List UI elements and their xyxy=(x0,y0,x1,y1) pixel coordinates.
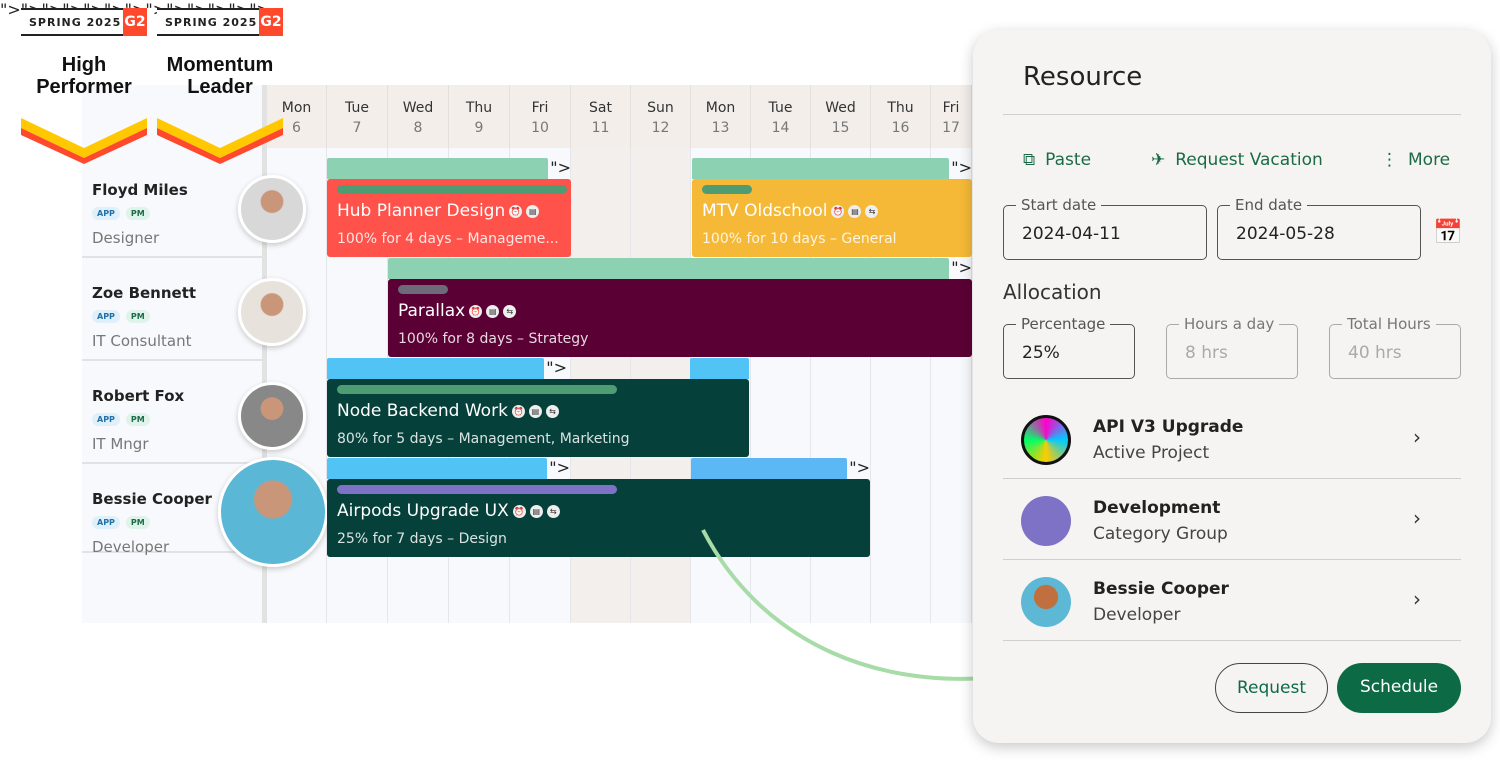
calendar-reset-icon[interactable]: 📅 xyxy=(1433,218,1463,246)
tag: APP xyxy=(92,413,120,426)
avatar xyxy=(238,278,306,346)
tag: APP xyxy=(92,516,120,529)
capacity-strip: "> xyxy=(327,158,571,179)
transfer-icon: ⇆ xyxy=(865,204,879,218)
status-pill xyxy=(702,185,752,194)
day-column xyxy=(871,148,931,623)
alarm-icon: ⏰ xyxy=(831,204,845,218)
status-pill xyxy=(398,285,448,294)
tag: APP xyxy=(92,310,120,323)
note-icon: ▤ xyxy=(529,504,543,518)
note-icon: ▤ xyxy=(848,204,862,218)
status-pill xyxy=(337,485,617,494)
tag: PM xyxy=(125,207,150,220)
transfer-icon: ⇆ xyxy=(503,304,517,318)
g2-logo: G2 xyxy=(259,8,283,36)
booking-bar[interactable]: MTV Oldschool⏰▤⇆100% for 10 days – Gener… xyxy=(692,179,972,257)
allocation-heading: Allocation xyxy=(1003,280,1102,304)
capacity-strip: "> xyxy=(388,258,972,279)
booking-bar[interactable]: Hub Planner Design⏰▤100% for 4 days – Ma… xyxy=(327,179,571,257)
capacity-strip: "> xyxy=(327,358,567,379)
note-icon: ▤ xyxy=(528,404,542,418)
tag: PM xyxy=(125,516,150,529)
booking-bar[interactable]: Parallax⏰▤⇆100% for 8 days – Strategy xyxy=(388,279,972,357)
capacity-strip xyxy=(690,358,749,379)
request-vacation-button[interactable]: ✈Request Vacation xyxy=(1151,150,1323,170)
tag: PM xyxy=(125,310,150,323)
day-column xyxy=(931,148,972,623)
transfer-icon: ⇆ xyxy=(546,504,560,518)
kebab-icon: ⋮ xyxy=(1381,150,1398,170)
capacity-strip: "> xyxy=(692,158,972,179)
day-column xyxy=(751,148,811,623)
g2-logo: G2 xyxy=(123,8,147,36)
category-color-icon xyxy=(1021,496,1071,546)
chevron-right-icon: › xyxy=(1413,425,1421,449)
day-column xyxy=(811,148,871,623)
status-pill xyxy=(337,185,567,194)
project-icon xyxy=(1021,415,1071,465)
avatar xyxy=(238,382,306,450)
alarm-icon: ⏰ xyxy=(509,204,523,218)
alarm-icon: ⏰ xyxy=(511,404,525,418)
day-column xyxy=(267,148,327,623)
capacity-strip: "> xyxy=(691,458,870,479)
schedule-button[interactable]: Schedule xyxy=(1337,663,1461,713)
booking-bar[interactable]: Node Backend Work⏰▤⇆80% for 5 days – Man… xyxy=(327,379,749,457)
resource-panel: Resource ⧉Paste ✈Request Vacation ⋮More … xyxy=(973,30,1491,743)
more-button[interactable]: ⋮More xyxy=(1381,150,1451,170)
day-column xyxy=(691,148,751,623)
avatar xyxy=(218,457,328,567)
status-pill xyxy=(337,385,617,394)
plane-icon: ✈ xyxy=(1151,150,1166,170)
capacity-strip: "> xyxy=(327,458,570,479)
note-icon: ▤ xyxy=(486,304,500,318)
note-icon: ▤ xyxy=(526,204,540,218)
chevron-right-icon: › xyxy=(1413,587,1421,611)
avatar xyxy=(1021,577,1071,627)
tag: APP xyxy=(92,207,120,220)
tag: PM xyxy=(125,413,150,426)
request-button[interactable]: Request xyxy=(1215,663,1328,713)
copy-icon: ⧉ xyxy=(1023,150,1036,170)
booking-bar[interactable]: Airpods Upgrade UX⏰▤⇆25% for 7 days – De… xyxy=(327,479,870,557)
chevron-right-icon: › xyxy=(1413,506,1421,530)
paste-button[interactable]: ⧉Paste xyxy=(1023,150,1092,170)
alarm-icon: ⏰ xyxy=(469,304,483,318)
transfer-icon: ⇆ xyxy=(545,404,559,418)
avatar xyxy=(238,175,306,243)
alarm-icon: ⏰ xyxy=(512,504,526,518)
panel-title: Resource xyxy=(1023,62,1143,92)
splitter[interactable] xyxy=(262,85,267,623)
